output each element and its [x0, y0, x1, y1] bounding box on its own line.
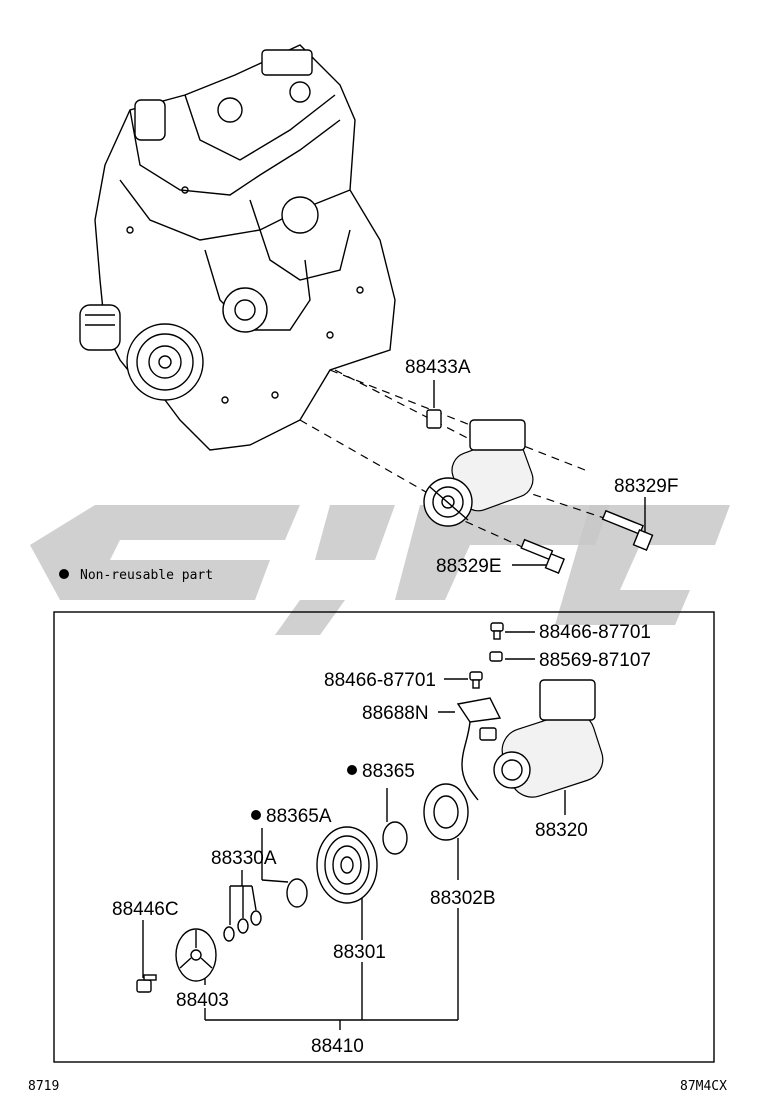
pulley-88301-drawing [316, 826, 378, 940]
label-88569: 88569-87107 [539, 650, 651, 671]
label-88466-top: 88466-87701 [539, 622, 651, 643]
bracket-88688N-drawing [438, 697, 502, 801]
label-88320: 88320 [535, 820, 588, 841]
bolt-88329F-drawing [601, 497, 654, 551]
snap-ring-88365-drawing [382, 788, 408, 855]
label-88433A: 88433A [405, 357, 471, 378]
label-88466-mid: 88466-87701 [324, 670, 436, 691]
label-88365A: 88365A [266, 806, 332, 827]
screw-88466-top-drawing [490, 622, 535, 640]
detail-frame [53, 611, 715, 1063]
clip-88569-drawing [489, 651, 535, 662]
footer-left-code: 8719 [28, 1079, 59, 1094]
screw-88466-mid-drawing [444, 671, 483, 689]
non-reusable-marker-88365A [251, 810, 261, 820]
collar-88433A-drawing [426, 380, 442, 429]
non-reusable-marker-88365 [347, 765, 357, 775]
engine-assembly-drawing [79, 44, 396, 451]
stator-88302B-drawing [423, 783, 469, 880]
watermark-logo [30, 505, 730, 635]
label-88403: 88403 [176, 990, 229, 1011]
label-88301: 88301 [333, 942, 386, 963]
label-88302B: 88302B [430, 888, 496, 909]
label-88365: 88365 [362, 761, 415, 782]
assembly-88410-bracket [204, 908, 459, 1030]
label-88329F: 88329F [614, 476, 678, 497]
bolt-88329E-drawing [512, 538, 566, 574]
label-88446C: 88446C [112, 899, 179, 920]
shims-88330A-drawing [223, 870, 262, 942]
compressor-88320-drawing [493, 679, 604, 815]
label-88329E: 88329E [436, 556, 502, 577]
footer-right-code: 87M4CX [680, 1079, 727, 1094]
snap-ring-88365A-drawing [261, 828, 308, 908]
label-88330A: 88330A [211, 848, 277, 869]
hub-88403-drawing [175, 928, 217, 985]
label-88688N: 88688N [362, 703, 429, 724]
label-88410: 88410 [311, 1036, 364, 1057]
non-reusable-legend-icon [59, 569, 69, 579]
compressor-upper-drawing [423, 419, 534, 527]
legend-text: Non-reusable part [80, 568, 213, 583]
bolt-88446C-drawing [136, 920, 157, 993]
